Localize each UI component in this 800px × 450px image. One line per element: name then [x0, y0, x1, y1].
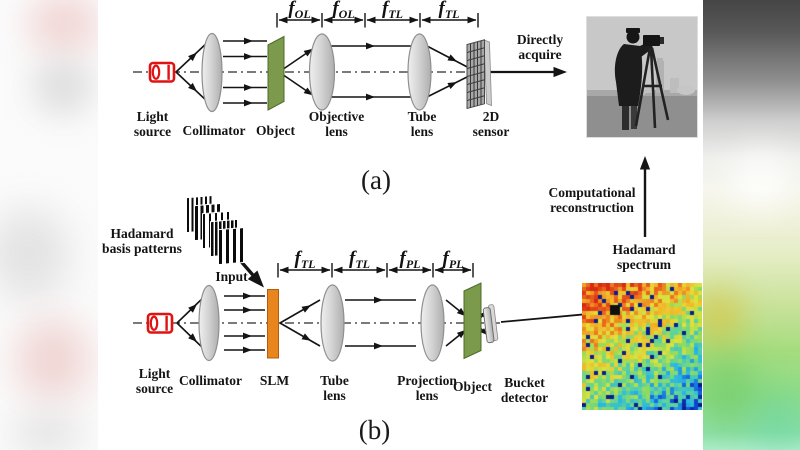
hadamard-spectrum-image: [582, 283, 702, 410]
focal-label: fTL: [438, 0, 460, 21]
blurred-letterbox-left: [0, 0, 98, 450]
sensor-side-face: [483, 39, 492, 107]
bucket-detector-plate: [482, 304, 499, 344]
computational-reconstruction-label: Computational reconstruction: [548, 185, 636, 215]
light-source-label-b: Light source: [135, 366, 174, 396]
panel-a-tag: (a): [361, 165, 391, 195]
directly-acquire-arrowhead: [553, 66, 567, 78]
blur-blob: [703, 288, 743, 346]
input-label: Input: [215, 269, 248, 284]
blur-blob: [755, 392, 800, 450]
focal-label: fTL: [382, 0, 403, 21]
tube-lens-label-b: Tube lens: [320, 373, 349, 403]
focal-label: fTL: [294, 248, 316, 271]
collimator-label-a: Collimator: [182, 122, 246, 138]
projection-lens: [420, 284, 445, 362]
object-label-a: Object: [256, 122, 295, 138]
tube-lens-a: [407, 33, 432, 111]
slm-plate: [267, 289, 279, 359]
reconstruction-arrowhead: [639, 156, 651, 170]
collimator-label-b: Collimator: [179, 373, 242, 388]
object-label-b: Object: [453, 379, 492, 394]
light-source-icon-a: [148, 61, 176, 83]
blur-blob: [28, 0, 98, 56]
focal-label: fOL: [288, 0, 311, 21]
collimator-lens-a: [201, 32, 223, 113]
focal-label: fTL: [349, 248, 370, 271]
object-plate-b: [463, 282, 482, 360]
object-plate-a: [267, 35, 285, 111]
panel-b-tag: (b): [358, 415, 391, 445]
directly-acquire-label: Directly acquire: [516, 32, 564, 62]
tube-lens-label-a: Tube lens: [407, 109, 437, 139]
blur-blob: [32, 58, 94, 116]
blur-blob: [16, 318, 90, 402]
bucket-detector-label: Bucket detector: [500, 375, 549, 405]
blur-blob: [703, 355, 755, 429]
focal-label: fOL: [332, 0, 355, 21]
blur-blob: [733, 150, 788, 210]
tube-lens-b: [320, 284, 345, 362]
focal-label: fPL: [442, 248, 464, 271]
blurred-letterbox-right: [703, 0, 800, 450]
collimator-lens-b: [198, 284, 220, 362]
blur-blob: [10, 412, 84, 450]
sensor-label: 2D sensor: [472, 109, 510, 139]
objective-lens: [308, 33, 336, 111]
hadamard-patterns-label: Hadamard basis patterns: [102, 226, 182, 256]
focal-label: fPL: [399, 248, 421, 271]
blur-blob: [0, 208, 70, 300]
objective-lens-label: Objective lens: [308, 109, 365, 139]
hadamard-spectrum-label: Hadamard spectrum: [612, 242, 676, 272]
light-source-label-a: Light source: [133, 109, 172, 139]
projection-lens-label: Projection lens: [397, 373, 457, 403]
reconstructed-image-cameraman: [586, 16, 698, 138]
slm-label: SLM: [259, 373, 290, 388]
light-source-icon-b: [146, 312, 174, 334]
hadamard-pattern-tile: [218, 226, 246, 266]
2d-sensor: [466, 39, 485, 110]
